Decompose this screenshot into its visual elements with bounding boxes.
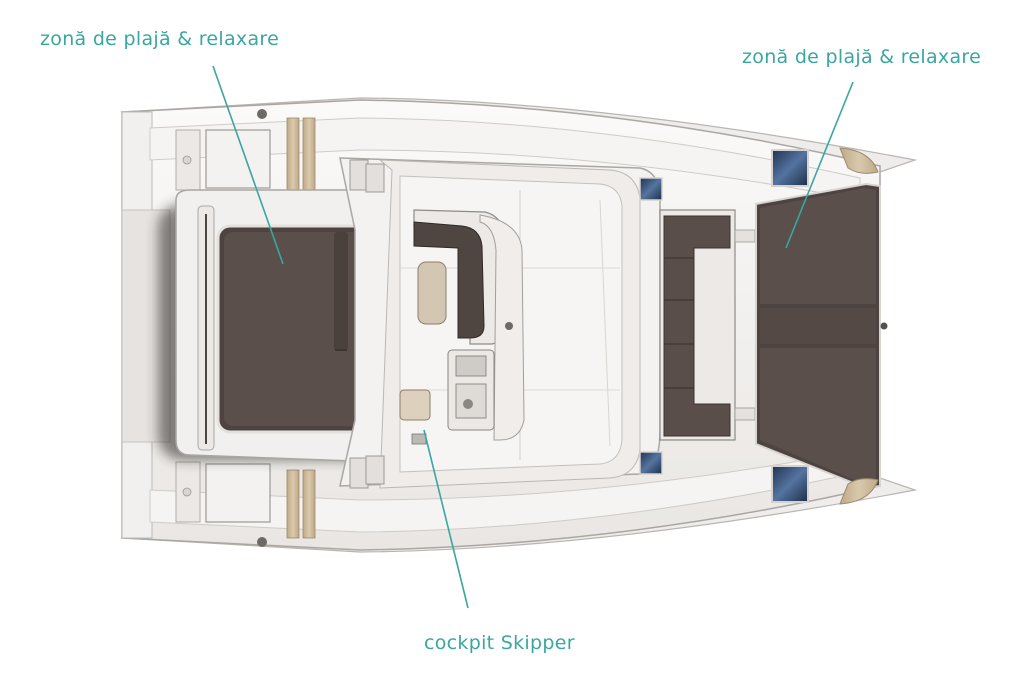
leader-line-aft-sunbed	[212, 65, 284, 265]
sunbed-aft	[216, 224, 386, 434]
side-decks	[149, 109, 861, 547]
label-beach-area-right: zonă de plajă & relaxare	[742, 46, 982, 68]
skipper-cockpit	[399, 209, 525, 445]
sunbed-bow	[755, 182, 888, 490]
forward-lounge	[659, 209, 756, 441]
leader-lines	[212, 65, 854, 609]
label-beach-area-left: zonă de plajă & relaxare	[40, 28, 280, 50]
leader-line-skipper-cockpit	[423, 429, 469, 609]
deck-hatches	[639, 149, 809, 503]
bow-lockers	[839, 147, 879, 505]
leader-line-bow-sunbed	[785, 81, 854, 249]
label-skipper-cockpit: cockpit Skipper	[424, 632, 575, 654]
